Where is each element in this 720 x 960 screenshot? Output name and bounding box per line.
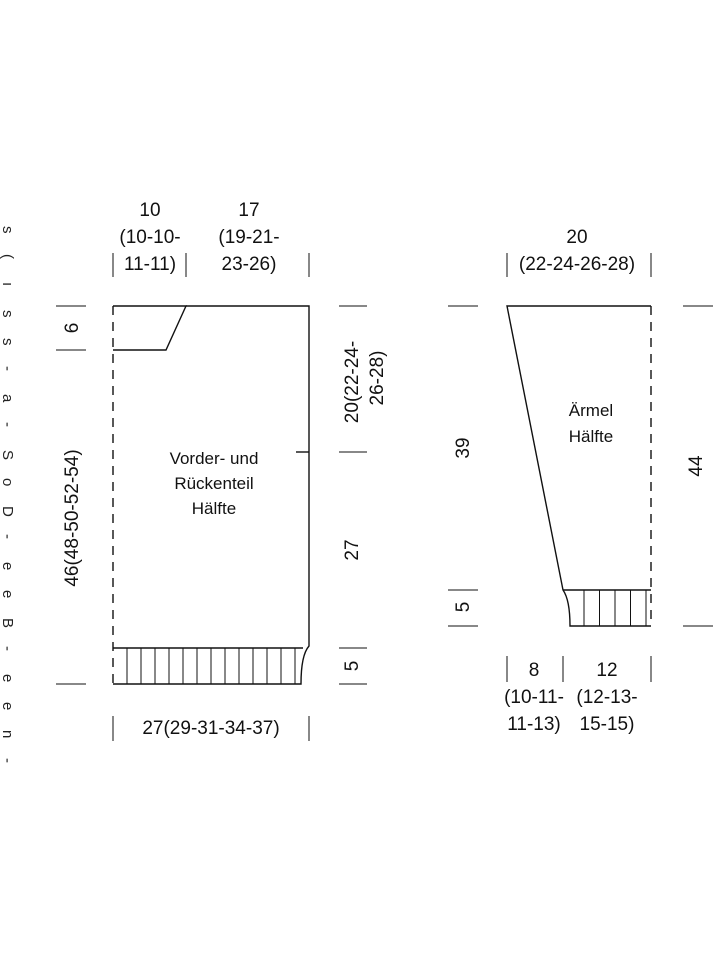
top-left-width-3: 11-11) [124, 254, 176, 275]
armhole-depth-2: 26-28) [367, 351, 388, 406]
edge-glyph: - [0, 534, 16, 539]
sleeve-slope-length: 39 [453, 437, 474, 458]
armhole-depth-1: 20(22-24- [342, 341, 363, 423]
sleeve-bottom-left-2: (10-11- [504, 687, 564, 708]
sleeve-top-width-1: 20 [566, 227, 587, 248]
body-label-line-3: Hälfte [192, 499, 236, 518]
body-total-height: 46(48-50-52-54) [62, 449, 83, 586]
sleeve-label-line-1: Ärmel [569, 401, 613, 420]
body-outline [113, 305, 310, 685]
edge-glyph: - [0, 646, 16, 651]
body-guides [56, 253, 367, 741]
sleeve-total-length: 44 [686, 455, 707, 477]
edge-glyph: e [0, 702, 16, 710]
sleeve-ribbing [583, 590, 647, 626]
body-bottom-width: 27(29-31-34-37) [142, 718, 279, 739]
sleeve-label-line-2: Hälfte [569, 427, 613, 446]
body-label-line-2: Rückenteil [174, 474, 253, 493]
sleeve-bottom-right-3: 15-15) [580, 714, 635, 735]
edge-glyph: s [0, 226, 16, 234]
sleeve-bottom-left-3: 11-13) [507, 714, 561, 735]
top-left-width-1: 10 [139, 200, 160, 221]
edge-glyph: S [0, 450, 16, 460]
edge-glyph: ı [0, 282, 16, 286]
edge-glyph: - [0, 366, 16, 371]
edge-glyph: - [0, 758, 16, 763]
side-length: 27 [342, 539, 363, 560]
body-label-line-1: Vorder- und [170, 449, 259, 468]
body-label: Vorder- und Rückenteil Hälfte [170, 449, 259, 518]
edge-glyph: D [0, 506, 16, 517]
edge-glyph: o [0, 478, 16, 486]
sleeve-piece [506, 305, 652, 627]
top-right-width-2: (19-21- [218, 227, 279, 248]
sleeve-bottom-right-2: (12-13- [576, 687, 637, 708]
edge-glyph: B [0, 618, 16, 628]
top-right-width-1: 17 [238, 200, 259, 221]
body-piece [112, 305, 310, 685]
body-rib-height: 5 [342, 661, 363, 672]
edge-glyph: a [0, 394, 16, 403]
sleeve-outline [506, 305, 651, 627]
page-edge-text: s(ıss-a-SoD-eeB-een- [0, 226, 16, 763]
sleeve-label: Ärmel Hälfte [569, 401, 613, 446]
sleeve-top-width-2: (22-24-26-28) [519, 254, 635, 275]
body-ribbing [126, 648, 296, 684]
edge-glyph: e [0, 590, 16, 598]
edge-glyph: e [0, 674, 16, 682]
neck-line [113, 305, 188, 351]
neck-depth: 6 [62, 323, 83, 334]
edge-glyph: s [0, 338, 16, 346]
edge-glyph: - [0, 422, 16, 427]
top-left-width-2: (10-10- [119, 227, 180, 248]
sleeve-bottom-left-1: 8 [529, 660, 540, 681]
edge-glyph: n [0, 730, 16, 738]
sleeve-bottom-right-1: 12 [596, 660, 617, 681]
top-right-width-3: 23-26) [222, 254, 277, 275]
edge-glyph: s [0, 310, 16, 318]
edge-glyph: ( [0, 254, 16, 259]
sleeve-rib-height: 5 [453, 602, 474, 613]
edge-glyph: e [0, 562, 16, 570]
sleeve-guides [448, 253, 713, 682]
